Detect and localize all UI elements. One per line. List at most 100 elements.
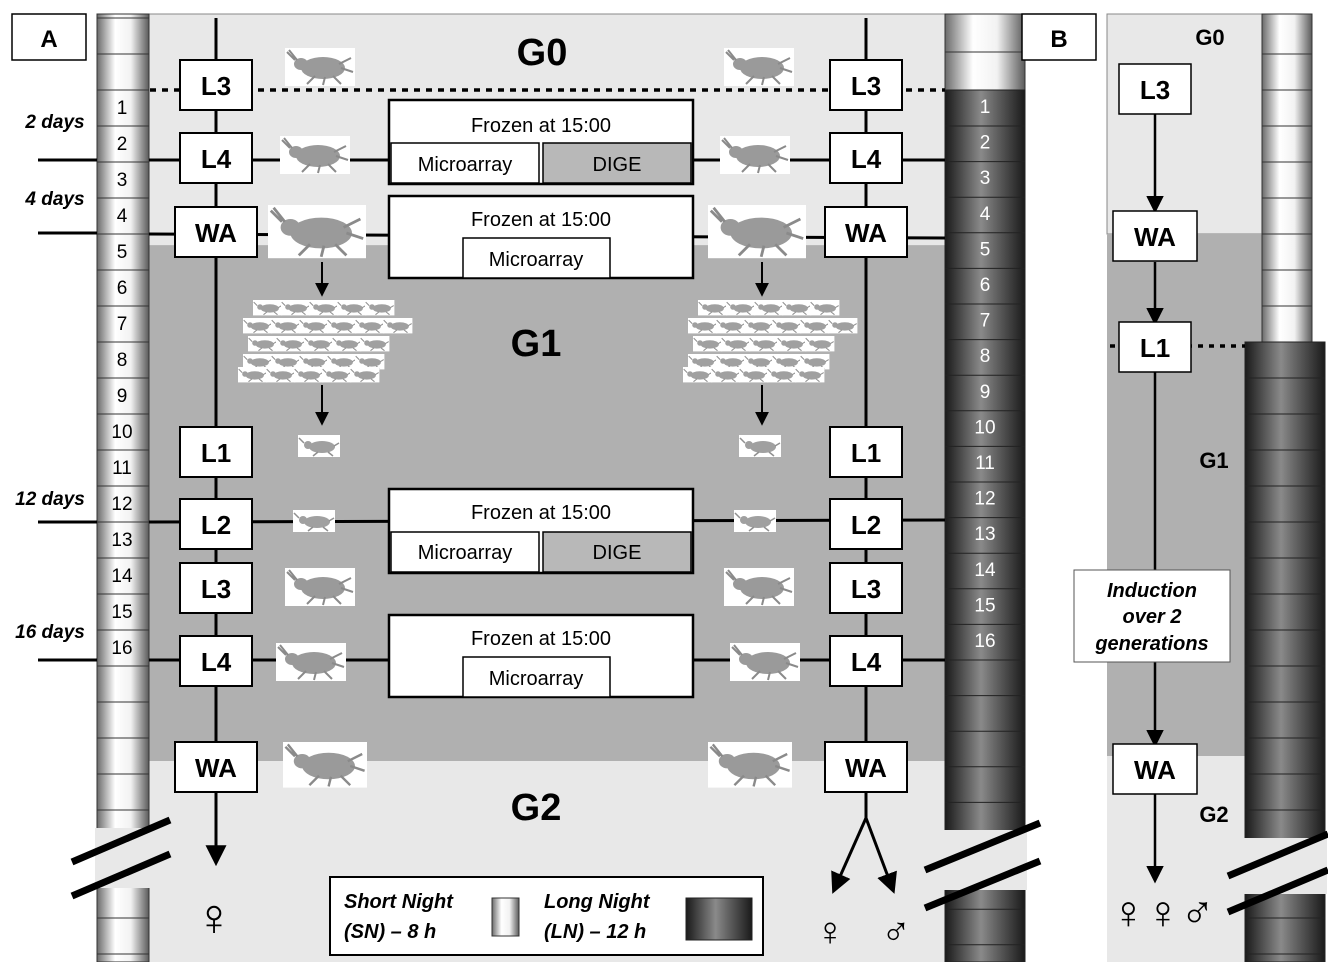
b-gen-g1: G1 [1199,448,1228,473]
stage-label-right: L2 [851,510,881,540]
stage-label-left: WA [195,218,237,248]
gen-g0: G0 [517,32,568,74]
stage-box-right [829,426,903,478]
right-fork-female [831,817,868,894]
b-stage-box [1112,743,1198,795]
offspring-aphid [753,299,784,316]
left-day-number: 11 [112,458,132,479]
stage-label-right: WA [845,218,887,248]
b-short-night-column [1261,13,1313,345]
stage-box-left [179,635,253,687]
offspring-aphid [326,317,357,334]
aphid-image [729,642,801,682]
right-day-number: 6 [980,275,991,296]
offspring-aphid [687,317,718,334]
right-fork-male [864,817,897,894]
offspring-aphid [748,335,779,352]
stage-box-right [829,498,903,550]
gen-g1: G1 [511,323,562,365]
stage-label-right: L3 [851,71,881,101]
offspring-aphid [364,299,395,316]
legend-long-night-swatch [685,897,753,941]
right-day-number: 12 [974,489,995,510]
break-mark-right [923,819,1042,912]
panel-a-label: A [40,26,57,53]
stage-box-right [829,132,903,184]
offspring-aphid [321,366,352,383]
offspring-aphid [275,335,306,352]
left-day-number: 5 [117,242,128,263]
stage-label-left: L4 [201,144,232,174]
microarray-label: Microarray [418,542,512,564]
right-day-number: 2 [980,133,991,154]
offspring-aphid [270,317,301,334]
stage-box-left [179,562,253,614]
aphid-image [706,740,794,789]
stage-box-right [824,206,908,258]
offspring-aphid [303,335,334,352]
frozen-box-1: Frozen at 15:00 Microarray DIGE [387,98,695,186]
stage-label-left: L3 [201,574,231,604]
b-stage-label: L3 [1140,75,1170,105]
left-day-number: 9 [117,386,128,407]
left-day-number: 8 [117,350,128,371]
left-day-number: 14 [111,566,133,587]
svg-text:Long Night: Long Night [544,891,651,913]
b-stage-label: L1 [1140,333,1170,363]
left-day-number: 16 [111,638,132,659]
right-day-number: 8 [980,346,991,367]
offspring-aphid [247,335,278,352]
microarray-label: Microarray [489,249,583,271]
stage-box-right [829,635,903,687]
offspring-aphid [242,317,273,334]
stage-box-left [179,132,253,184]
stage-label-left: L2 [201,510,231,540]
right-day-number: 15 [974,595,995,616]
offspring-aphid [308,299,339,316]
b-gen-g2: G2 [1199,802,1228,827]
offspring-aphid [349,366,380,383]
b-stage-box [1118,63,1192,115]
offspring-aphid [720,335,751,352]
dige-label: DIGE [593,542,642,564]
offspring-aphid [265,366,296,383]
aphid-image [284,47,356,87]
right-day-number: 5 [980,239,991,260]
offspring-aphid [237,366,268,383]
aphid-image [733,509,777,533]
offspring-aphid [280,299,311,316]
stage-label-left: WA [195,753,237,783]
day-label-4: 4 days [24,189,84,210]
b-g0-region [1106,13,1286,235]
offspring-aphid [293,366,324,383]
panel-b-label: B [1050,26,1067,53]
aphid-image [266,203,368,260]
b-stage-box [1112,210,1198,262]
svg-text:Induction: Induction [1107,580,1197,602]
stage-box-left [179,498,253,550]
offspring-aphid [738,366,769,383]
svg-text:Frozen at 15:00: Frozen at 15:00 [471,115,611,137]
right-day-number: 4 [980,204,991,225]
frozen-box-4: Frozen at 15:00 Microarray [387,613,695,699]
right-day-number: 3 [980,168,991,189]
panel-b-label-box [1021,13,1097,61]
offspring-aphid [354,317,385,334]
aphid-image [723,567,795,607]
offspring-aphid [781,299,812,316]
svg-text:(SN) – 8 h: (SN) – 8 h [344,921,436,943]
offspring-aphid [682,366,713,383]
left-day-number: 2 [117,134,128,155]
offspring-aphid [692,335,723,352]
right-day-number: 14 [974,560,996,581]
svg-text:over 2: over 2 [1123,606,1182,628]
offspring-aphid [715,317,746,334]
right-day-number: 13 [974,524,995,545]
left-day-number: 13 [111,530,132,551]
aphid-image [723,47,795,87]
offspring-aphid [359,335,390,352]
stage-label-right: WA [845,753,887,783]
offspring-aphid [771,317,802,334]
